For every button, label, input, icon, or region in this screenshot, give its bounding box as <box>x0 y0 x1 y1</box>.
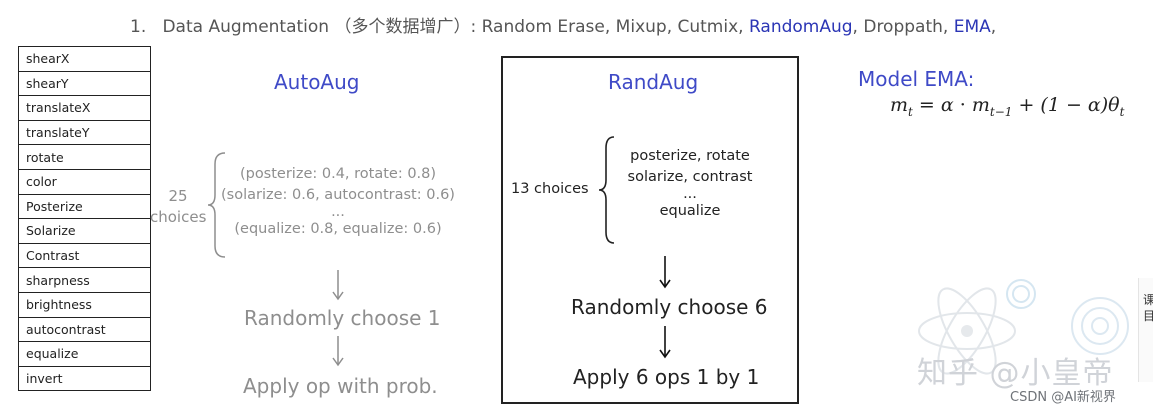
list-item: ... <box>331 204 345 220</box>
op-cell: rotate <box>18 144 151 170</box>
randaug-box <box>501 56 799 404</box>
autoaug-count-number: 25 <box>168 187 188 205</box>
list-item: ... <box>683 186 697 202</box>
list-item: solarize, contrast <box>627 168 753 185</box>
table-row: equalize <box>18 341 151 367</box>
table-row: invert <box>18 365 151 392</box>
heading-text-mid: , Droppath, <box>852 17 954 37</box>
csdn-credit: CSDN @AI新视界 <box>1010 390 1116 405</box>
zhihu-watermark: 知乎 @小皇帝 <box>917 356 1114 391</box>
op-cell: shearY <box>18 70 151 97</box>
section-heading: 1. Data Augmentation （多个数据增广）: Random Er… <box>130 12 996 37</box>
list-item: (posterize: 0.4, rotate: 0.8) <box>239 166 437 182</box>
table-row: translateX <box>18 95 151 121</box>
randomaug-link[interactable]: RandomAug <box>748 17 853 37</box>
list-item: (equalize: 0.8, equalize: 0.6) <box>234 221 442 237</box>
autoaug-policy-list: (posterize: 0.4, rotate: 0.8) (solarize:… <box>220 164 456 240</box>
heading-number: 1. <box>130 17 147 37</box>
table-row: shearY <box>18 70 151 97</box>
randaug-step-choose: Randomly choose 6 <box>571 295 768 319</box>
randaug-step-apply: Apply 6 ops 1 by 1 <box>573 365 760 389</box>
op-cell: invert <box>18 365 151 392</box>
ema-title: Model EMA: <box>858 67 975 91</box>
table-row: autocontrast <box>18 316 151 343</box>
randaug-choice-count: 13 choices <box>511 181 589 197</box>
table-row: rotate <box>18 144 151 170</box>
randaug-arrow-down-icon <box>659 256 671 289</box>
table-row: Solarize <box>18 218 151 244</box>
autoaug-count-label: choices <box>150 208 207 226</box>
op-cell: brightness <box>18 291 151 318</box>
op-cell: Posterize <box>18 193 151 220</box>
op-cell: equalize <box>18 341 151 367</box>
heading-text: Data Augmentation （多个数据增广）: Random Erase… <box>162 17 749 37</box>
op-cell: sharpness <box>18 267 151 293</box>
table-row: brightness <box>18 291 151 318</box>
randaug-title: RandAug <box>608 70 699 94</box>
autoaug-arrow-down-icon <box>332 270 344 301</box>
robot-eye-watermark-icon <box>1006 279 1036 309</box>
table-row: sharpness <box>18 267 151 293</box>
table-row: shearX <box>18 46 151 72</box>
autoaug-step-choose: Randomly choose 1 <box>244 306 441 330</box>
table-row: Contrast <box>18 242 151 269</box>
list-item: equalize <box>659 203 721 219</box>
randaug-brace-icon <box>598 136 615 244</box>
op-cell: autocontrast <box>18 316 151 343</box>
op-cell: translateY <box>18 119 151 146</box>
autoaug-brace-icon <box>207 152 226 258</box>
robot-watermark-icon <box>1071 297 1129 355</box>
op-cell: shearX <box>18 46 151 72</box>
heading-text-end: , <box>990 17 997 37</box>
table-row: translateY <box>18 119 151 146</box>
autoaug-title: AutoAug <box>274 70 360 94</box>
side-panel-label: 课 目 <box>1143 293 1153 323</box>
list-item: (solarize: 0.6, autocontrast: 0.6) <box>221 186 455 203</box>
autoaug-step-apply: Apply op with prob. <box>243 374 438 398</box>
table-row: color <box>18 168 151 195</box>
op-cell: Solarize <box>18 218 151 244</box>
op-cell: Contrast <box>18 242 151 269</box>
op-cell: color <box>18 168 151 195</box>
atom-watermark-icon <box>918 287 1016 375</box>
autoaug-choice-count: 25 choices <box>150 186 206 228</box>
autoaug-arrow-down-icon <box>332 336 344 367</box>
randaug-arrow-down-icon <box>659 326 671 359</box>
list-item: posterize, rotate <box>630 148 750 164</box>
side-panel-tab[interactable]: 课 目 <box>1138 278 1153 382</box>
operations-table: shearX shearY translateX translateY rota… <box>18 46 151 392</box>
table-row: Posterize <box>18 193 151 220</box>
ema-link[interactable]: EMA <box>953 17 991 37</box>
op-cell: translateX <box>18 95 151 121</box>
ema-formula: mt = α · mt−1 + (1 − α)θt <box>890 94 1125 119</box>
randaug-item-list: posterize, rotate solarize, contrast ...… <box>612 146 768 222</box>
